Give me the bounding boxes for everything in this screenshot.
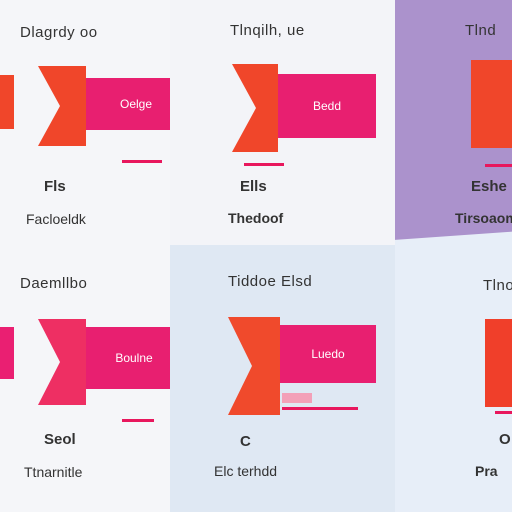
panel-subtitle: Ells xyxy=(240,178,267,195)
orange-block xyxy=(485,319,512,407)
label-tag: Boulne xyxy=(86,327,170,389)
panel-subtitle: C xyxy=(240,433,251,450)
panel-title: Daemllbo xyxy=(20,275,88,292)
panel-3: Tlnd Eshe Tirsoaom xyxy=(395,0,512,245)
notch-shape xyxy=(38,319,60,405)
panel-4: Daemllbo Boulne Seol Ttnarnitle xyxy=(0,245,170,512)
underline xyxy=(282,407,358,410)
panel-caption: Ttnarnitle xyxy=(24,464,83,480)
panel-5: Tiddoe Elsd Luedo C Elc terhdd xyxy=(170,245,395,512)
underline xyxy=(122,419,154,422)
panel-caption: Thedoof xyxy=(228,210,284,226)
panel-title: Dlagrdy oo xyxy=(20,24,98,41)
label-tag: Bedd xyxy=(278,74,376,138)
panel-title: Tlno xyxy=(483,277,512,294)
orange-block xyxy=(471,60,512,148)
panel-1: Dlagrdy oo Oelge Fls Facloeldk xyxy=(0,0,170,245)
tag-label: Oelge xyxy=(119,97,153,111)
panel-subtitle: Eshe xyxy=(471,178,507,195)
notch-shape xyxy=(38,66,60,146)
underline xyxy=(495,411,512,414)
underline xyxy=(122,160,162,163)
panel-2: Tlnqilh, ue Bedd Ells Thedoof xyxy=(170,0,395,245)
panel-subtitle: Seol xyxy=(44,431,76,448)
panel-caption: Tirsoaom xyxy=(455,210,512,226)
edge-block xyxy=(0,327,14,379)
panel-6: Tlno O Pra xyxy=(395,245,512,512)
panel-subtitle: O xyxy=(499,431,511,448)
panel-title: Tlnd xyxy=(465,22,497,39)
tag-label: Boulne xyxy=(115,351,153,365)
background-swoosh xyxy=(395,229,512,245)
tab-shape xyxy=(282,393,312,403)
underline xyxy=(244,163,284,166)
underline xyxy=(485,164,512,167)
label-tag: Luedo xyxy=(280,325,376,383)
tag-label: Bedd xyxy=(312,99,342,113)
panel-caption: Facloeldk xyxy=(26,211,86,227)
tag-label: Luedo xyxy=(311,347,345,361)
notch-shape xyxy=(232,64,256,152)
label-tag: Oelge xyxy=(86,78,170,130)
panel-caption: Pra xyxy=(475,463,498,479)
edge-block xyxy=(0,75,14,129)
panel-caption: Elc terhdd xyxy=(214,463,278,479)
panel-title: Tlnqilh, ue xyxy=(230,22,305,39)
panel-subtitle: Fls xyxy=(44,178,66,195)
panel-title: Tiddoe Elsd xyxy=(228,273,313,290)
notch-shape xyxy=(228,317,252,415)
